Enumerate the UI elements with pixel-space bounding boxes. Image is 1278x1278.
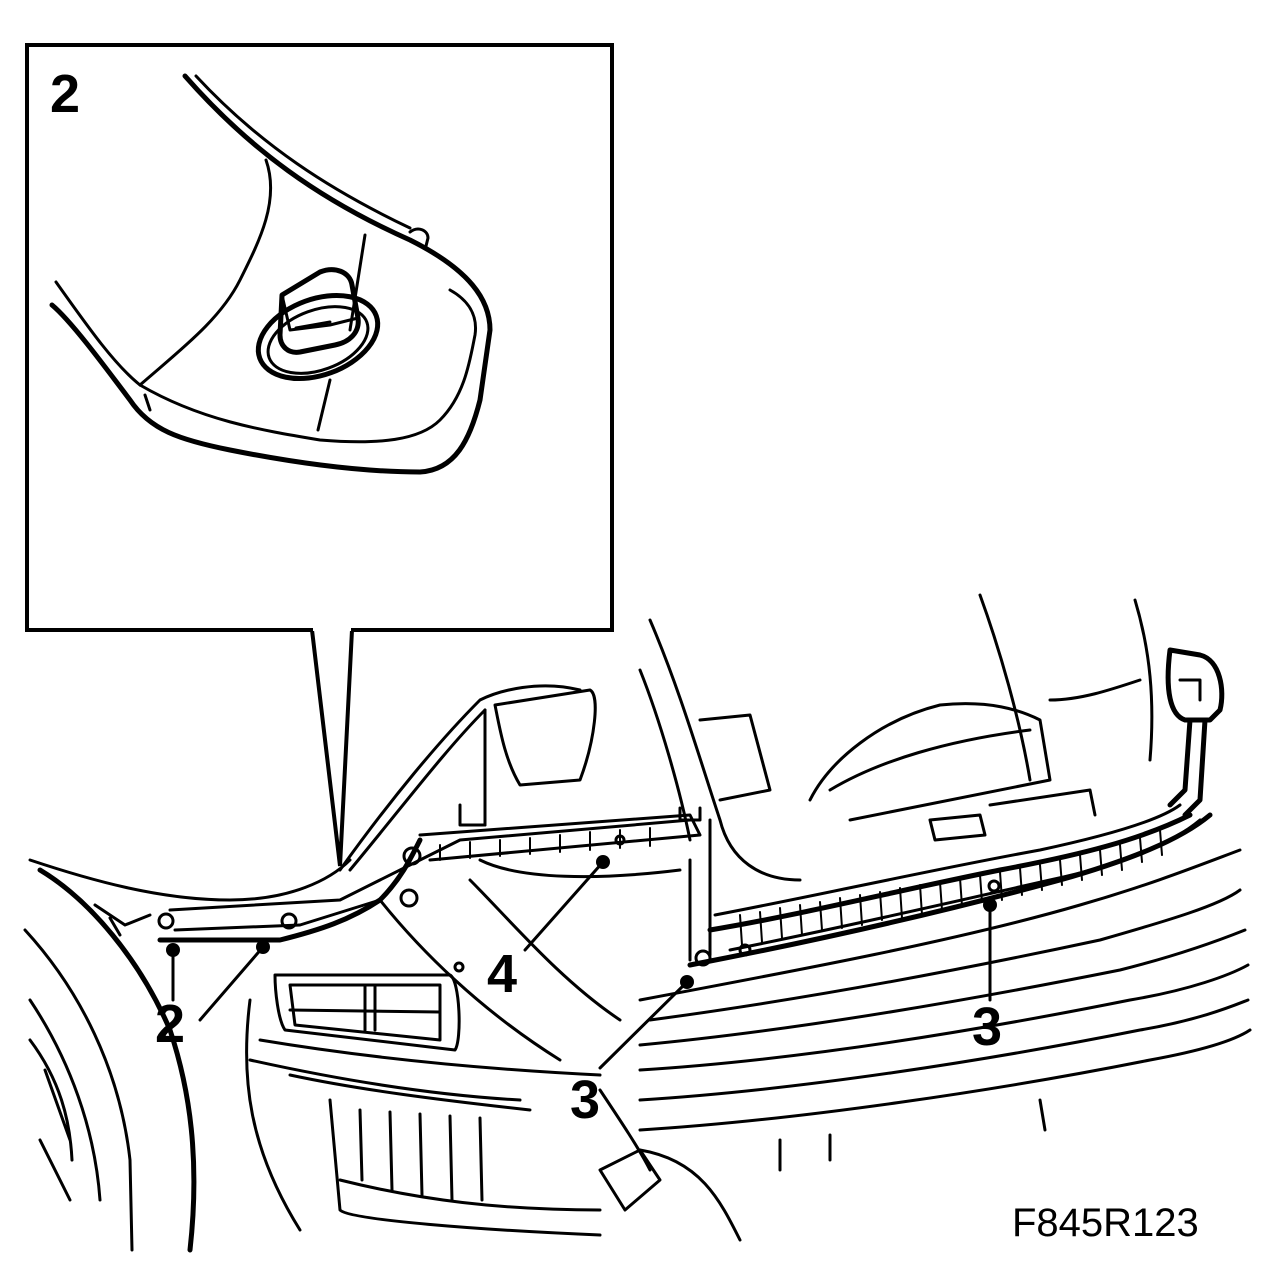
inset-panel-drawing [49,73,493,475]
fasteners [157,834,1001,973]
figure-code: F845R123 [1012,1201,1199,1245]
detail-inset: 2 [25,43,614,867]
callout-leaders [166,855,997,1070]
callout-label-2: 2 [155,994,185,1054]
clip-icon [255,267,381,382]
callout-label-3-left: 3 [570,1070,600,1130]
vehicle-rear-drawing [23,593,1252,1253]
callout-labels: 2 4 3 3 [155,944,1002,1130]
inset-label: 2 [50,64,80,124]
callout-label-4: 4 [487,944,517,1004]
callout-label-3-right: 3 [972,997,1002,1057]
